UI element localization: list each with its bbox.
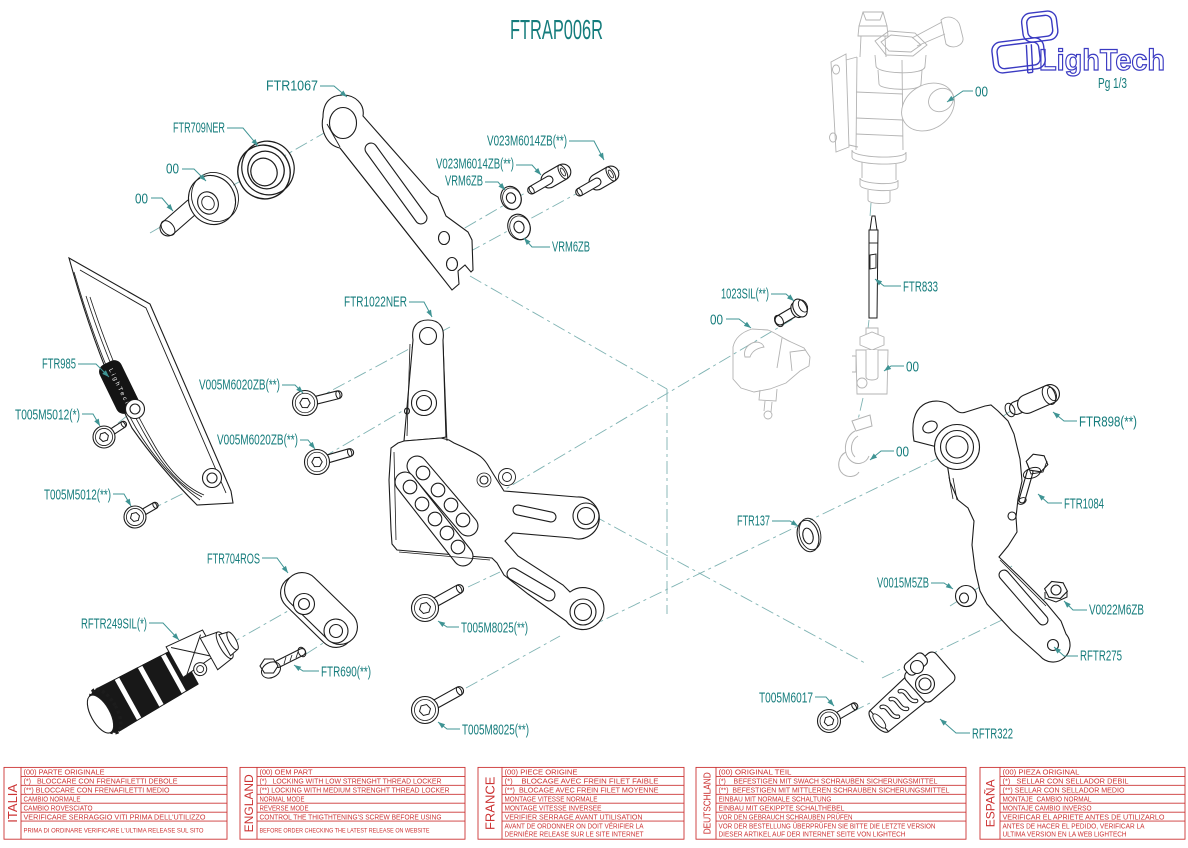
svg-text:FTR985: FTR985 bbox=[42, 357, 76, 373]
svg-text:RFTR275: RFTR275 bbox=[1080, 649, 1122, 665]
svg-text:EINBAU MIT NORMALE SCHALTUNG: EINBAU MIT NORMALE SCHALTUNG bbox=[719, 795, 832, 804]
svg-text:(*) BLOCAGE AVEC FREIN FILE: (*) BLOCAGE AVEC FREIN FILET FAIBLE bbox=[505, 777, 659, 786]
svg-text:ESPAÑA: ESPAÑA bbox=[984, 779, 998, 827]
svg-text:CAMBIO NORMALE: CAMBIO NORMALE bbox=[24, 795, 81, 804]
svg-text:(00) ORIGINAL TEIL: (00) ORIGINAL TEIL bbox=[719, 768, 792, 777]
svg-text:T005M5012(*): T005M5012(*) bbox=[15, 408, 80, 424]
svg-text:(**) SELLAR CON SELLADOR MEDIO: (**) SELLAR CON SELLADOR MEDIO bbox=[1003, 786, 1125, 795]
svg-text:(*) LOCKING WITH LOW STRENGH: (*) LOCKING WITH LOW STRENGHT THREAD LOC… bbox=[260, 777, 442, 786]
svg-text:DERNIÉRE RELEASE SUR LE SITE I: DERNIÉRE RELEASE SUR LE SITE INTERNET bbox=[505, 830, 645, 839]
svg-text:(00) OEM PART: (00) OEM PART bbox=[260, 768, 313, 777]
svg-text:FTR898(**): FTR898(**) bbox=[1079, 415, 1137, 431]
svg-text:VOR DEN GEBRAUCH SCHRAUBEN PRÜ: VOR DEN GEBRAUCH SCHRAUBEN PRÜFEN bbox=[719, 813, 853, 822]
svg-text:FTR1022NER: FTR1022NER bbox=[344, 295, 407, 311]
svg-text:V023M6014ZB(**): V023M6014ZB(**) bbox=[487, 134, 567, 150]
svg-text:VRM6ZB: VRM6ZB bbox=[552, 240, 590, 256]
svg-text:MONTAGE VITESSE NORMALE: MONTAGE VITESSE NORMALE bbox=[505, 795, 598, 804]
svg-text:EINBAU MIT GEKIPPTE SCHALTHEBE: EINBAU MIT GEKIPPTE SCHALTHEBEL bbox=[719, 804, 845, 813]
svg-text:(00) PIEZA ORIGINAL: (00) PIEZA ORIGINAL bbox=[1003, 768, 1080, 777]
svg-text:VOR DER BESTELLUNG ÜBERPRÜFEN: VOR DER BESTELLUNG ÜBERPRÜFEN SIE BITTE … bbox=[719, 822, 936, 831]
svg-text:DIESER ARTIKEL AUF DER INTERNE: DIESER ARTIKEL AUF DER INTERNET SEITE VO… bbox=[719, 830, 906, 839]
svg-text:Pg 1/3: Pg 1/3 bbox=[1098, 75, 1127, 92]
svg-text:T005M8025(**): T005M8025(**) bbox=[461, 621, 528, 637]
svg-text:LighTech: LighTech bbox=[1039, 44, 1165, 77]
svg-text:DEUTSCHLAND: DEUTSCHLAND bbox=[702, 772, 714, 834]
svg-text:(**) BLOCAGE AVEC FREIN FILET: (**) BLOCAGE AVEC FREIN FILET MOYENNE bbox=[505, 786, 659, 795]
svg-text:00: 00 bbox=[906, 360, 919, 376]
svg-text:VERIFICARE SERRAGGIO VITI PRIM: VERIFICARE SERRAGGIO VITI PRIMA DELL'UTI… bbox=[24, 813, 206, 822]
svg-text:RFTR322: RFTR322 bbox=[972, 727, 1013, 743]
svg-text:ULTIMA VERSION EN LA WEB LIGHT: ULTIMA VERSION EN LA WEB LIGHTECH bbox=[1003, 830, 1127, 839]
svg-text:T005M6017: T005M6017 bbox=[759, 691, 813, 707]
svg-text:V0015M5ZB: V0015M5ZB bbox=[877, 576, 929, 592]
svg-text:REVERSE MODE: REVERSE MODE bbox=[260, 804, 309, 813]
svg-text:V005M6020ZB(**): V005M6020ZB(**) bbox=[217, 433, 298, 449]
svg-text:(**) BEFESTIGEN MIT MITTLEREN: (**) BEFESTIGEN MIT MITTLEREN SCHRAUBEN … bbox=[719, 786, 950, 795]
svg-text:FTR137: FTR137 bbox=[737, 514, 770, 530]
svg-text:MONTAJE CAMBIO INVERSO: MONTAJE CAMBIO INVERSO bbox=[1003, 804, 1092, 813]
svg-text:FTR704ROS: FTR704ROS bbox=[207, 552, 260, 568]
svg-text:00: 00 bbox=[135, 192, 148, 208]
svg-text:ANTES DE HACER EL PEDIDO, VERI: ANTES DE HACER EL PEDIDO, VERIFICAR LA bbox=[1003, 822, 1145, 831]
svg-text:VERIFIER SERRAGE AVANT UTILISA: VERIFIER SERRAGE AVANT UTILISATION bbox=[505, 813, 643, 822]
svg-text:(**) BLOCCARE CON FRENAFILETTI: (**) BLOCCARE CON FRENAFILETTI MEDIO bbox=[24, 786, 170, 795]
svg-text:V005M6020ZB(**): V005M6020ZB(**) bbox=[199, 378, 280, 394]
svg-text:00: 00 bbox=[975, 85, 988, 101]
svg-text:V023M6014ZB(**): V023M6014ZB(**) bbox=[436, 157, 514, 173]
svg-text:(00) PIECE ORIGINE: (00) PIECE ORIGINE bbox=[505, 768, 578, 777]
svg-text:FTR709NER: FTR709NER bbox=[173, 121, 225, 137]
svg-text:ENGLAND: ENGLAND bbox=[242, 774, 256, 832]
svg-text:FTR690(**): FTR690(**) bbox=[321, 665, 371, 681]
svg-text:MONTAGE VITESSE INVERSEE: MONTAGE VITESSE INVERSEE bbox=[505, 804, 602, 813]
svg-text:AVANT DE ORDONNER ON DOIT VÉRI: AVANT DE ORDONNER ON DOIT VÉRIFIER LA bbox=[505, 822, 644, 831]
svg-text:(*) SELLAR CON SELLADOR DEBI: (*) SELLAR CON SELLADOR DEBIL bbox=[1003, 777, 1129, 786]
svg-text:FTRAP006R: FTRAP006R bbox=[510, 14, 603, 45]
svg-text:T005M5012(**): T005M5012(**) bbox=[44, 488, 111, 504]
svg-text:00: 00 bbox=[896, 445, 909, 461]
svg-text:VRM6ZB: VRM6ZB bbox=[445, 174, 483, 190]
svg-text:00: 00 bbox=[166, 162, 179, 178]
svg-text:ITALIA: ITALIA bbox=[5, 784, 20, 823]
svg-text:FTR833: FTR833 bbox=[903, 280, 938, 296]
svg-text:RFTR249SIL(*): RFTR249SIL(*) bbox=[81, 617, 147, 633]
svg-text:CONTROL THE THIGTHTENING'S SCR: CONTROL THE THIGTHTENING'S SCREW BEFORE … bbox=[260, 813, 442, 822]
svg-text:CAMBIO ROVESCIATO: CAMBIO ROVESCIATO bbox=[24, 804, 93, 813]
svg-text:(00) PARTE ORIGINALE: (00) PARTE ORIGINALE bbox=[24, 768, 105, 777]
svg-text:(*) BEFESTIGEN MIT SWACH SC: (*) BEFESTIGEN MIT SWACH SCHRAUBEN SICHE… bbox=[719, 777, 938, 786]
svg-text:FTR1067: FTR1067 bbox=[266, 79, 318, 95]
svg-text:(**) LOCKING WITH MEDIUM STREN: (**) LOCKING WITH MEDIUM STRENGHT THREAD… bbox=[260, 786, 450, 795]
svg-text:NORMAL MODE: NORMAL MODE bbox=[260, 795, 305, 804]
svg-text:PRIMA DI ORDINARE VERIFICARE L: PRIMA DI ORDINARE VERIFICARE L'ULTIMA RE… bbox=[24, 827, 204, 834]
svg-text:FTR1084: FTR1084 bbox=[1064, 497, 1104, 513]
svg-text:1023SIL(**): 1023SIL(**) bbox=[721, 287, 769, 303]
svg-text:VERIFICAR EL APRIETE ANTES DE: VERIFICAR EL APRIETE ANTES DE UTILIZARLO bbox=[1003, 813, 1165, 822]
svg-text:BEFORE ORDER CHECKING THE LATE: BEFORE ORDER CHECKING THE LATEST RELEASE… bbox=[260, 827, 430, 834]
svg-text:V0022M6ZB: V0022M6ZB bbox=[1089, 603, 1144, 619]
svg-text:FRANCE: FRANCE bbox=[483, 776, 498, 830]
svg-text:T005M8025(**): T005M8025(**) bbox=[462, 723, 529, 739]
svg-text:MONTAJE CAMBIO NORMAL: MONTAJE CAMBIO NORMAL bbox=[1003, 795, 1092, 804]
svg-text:(*) BLOCCARE CON FRENAFILETT: (*) BLOCCARE CON FRENAFILETTI DEBOLE bbox=[24, 777, 178, 786]
svg-text:00: 00 bbox=[710, 313, 723, 329]
